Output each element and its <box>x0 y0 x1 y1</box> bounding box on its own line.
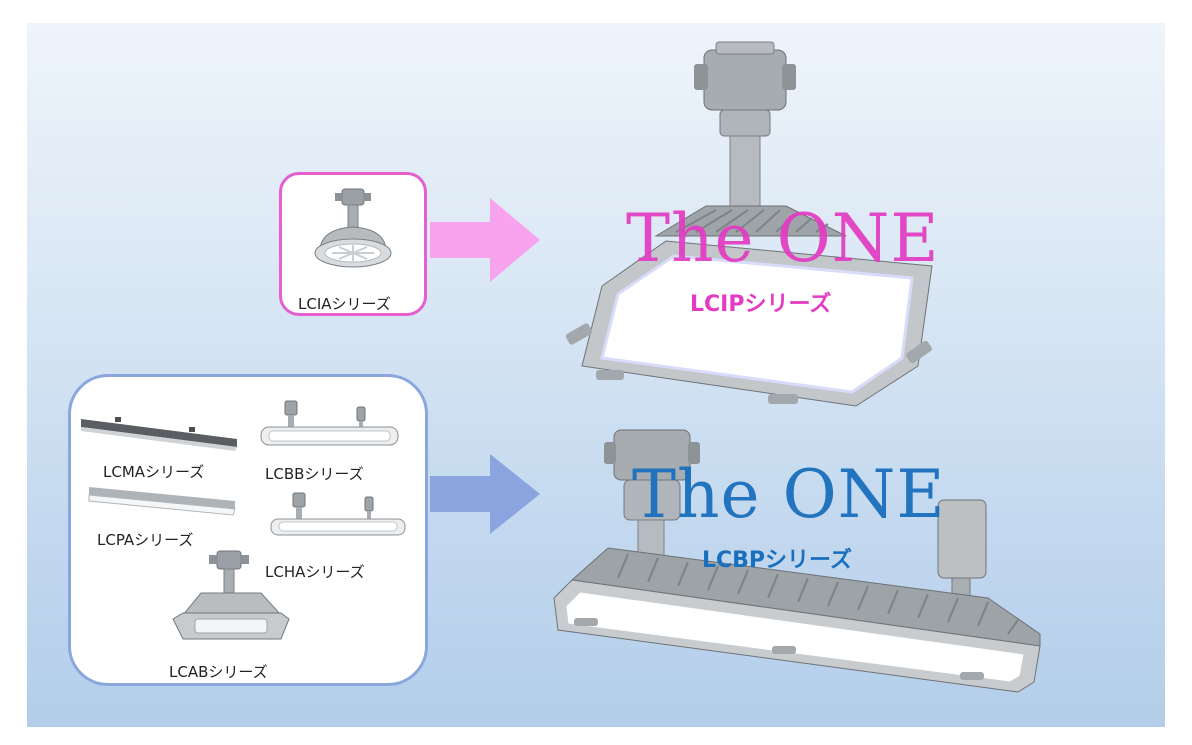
lcip-series-title: LCIPシリーズ <box>690 292 832 317</box>
linear-light-icon <box>260 400 399 446</box>
linear-light-icon <box>88 487 236 516</box>
round-high-bay-light-icon <box>314 188 392 268</box>
linear-light-icon <box>270 492 406 536</box>
arrow-right-icon <box>430 198 540 282</box>
linear-light-icon <box>553 429 1041 693</box>
lcma-series-label: LCMAシリーズ <box>103 463 205 481</box>
old-product-box-group: LCMAシリーズ LCBBシリーズ LCPAシリーズ LCHAシリーズ LCAB… <box>68 374 428 686</box>
lcpa-series-label: LCPAシリーズ <box>97 531 194 549</box>
lcbp-brand-title: The ONE <box>632 456 946 533</box>
lcha-series-label: LCHAシリーズ <box>265 563 365 581</box>
lcip-brand-title: The ONE <box>626 200 940 277</box>
arrow-right-icon <box>430 454 540 534</box>
old-product-box-lcia: LCIAシリーズ <box>279 172 427 316</box>
square-high-bay-light-icon <box>565 41 933 407</box>
linear-light-icon <box>81 417 237 451</box>
lcia-series-label: LCIAシリーズ <box>298 295 391 313</box>
square-high-bay-light-icon <box>172 550 290 640</box>
lcab-series-label: LCABシリーズ <box>169 663 268 681</box>
lcbp-series-title: LCBPシリーズ <box>702 548 852 573</box>
lcbb-series-label: LCBBシリーズ <box>265 465 364 483</box>
